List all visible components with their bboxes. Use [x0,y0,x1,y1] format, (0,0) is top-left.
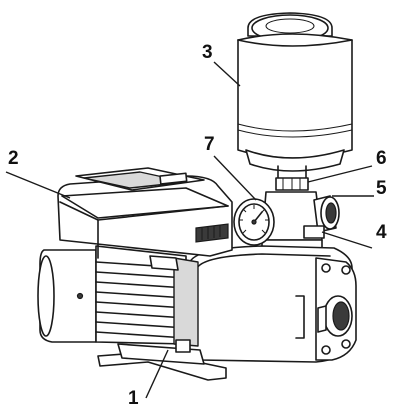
leader-line-2 [5,171,71,199]
outlet-port [313,195,340,233]
controller-unit [57,167,233,271]
leader-line-4 [321,231,373,249]
leader-line-6 [307,165,373,183]
pump-housing [185,245,357,363]
base-foot [97,339,227,381]
tank-connector [275,177,309,191]
callout-2: 2 [8,148,19,169]
leader-lines [5,61,374,399]
leader-line-1 [145,349,169,399]
callout-numbers: 1 2 3 4 5 6 7 [8,42,387,409]
callout-7: 7 [204,134,215,155]
pressure-tank [237,12,353,181]
motor [37,245,199,347]
callout-4: 4 [376,222,387,243]
pressure-gauge [233,198,275,246]
leader-line-3 [213,61,241,87]
leader-line-7 [213,155,257,201]
callout-1: 1 [128,388,139,409]
check-valve [303,225,325,239]
callout-5: 5 [376,178,387,199]
callout-3: 3 [202,42,213,63]
callout-6: 6 [376,148,387,169]
